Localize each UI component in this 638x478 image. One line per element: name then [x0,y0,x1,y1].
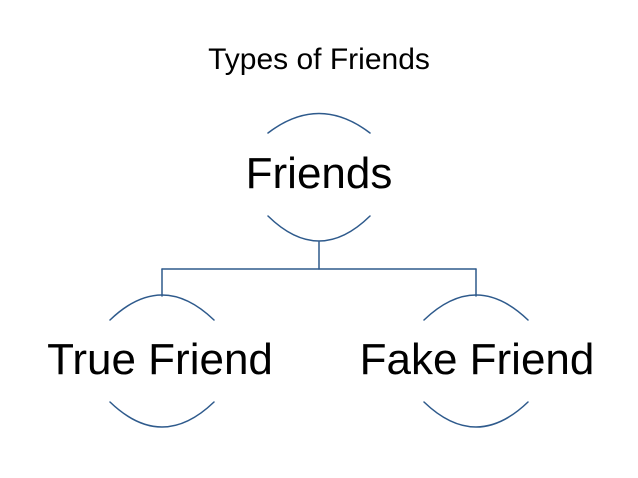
root-node-label: Friends [245,149,393,198]
left-node-top-arc [109,294,215,321]
child-node-label-fake-friend: Fake Friend [359,335,595,384]
right-node-top-arc [423,294,529,321]
right-node-bottom-arc [423,401,529,428]
root-node-bottom-arc [267,215,371,242]
root-node-top-arc [267,112,371,134]
left-node-bottom-arc [109,401,215,428]
child-node-label-true-friend: True Friend [47,335,273,384]
diagram-title: Types of Friends [208,43,430,76]
